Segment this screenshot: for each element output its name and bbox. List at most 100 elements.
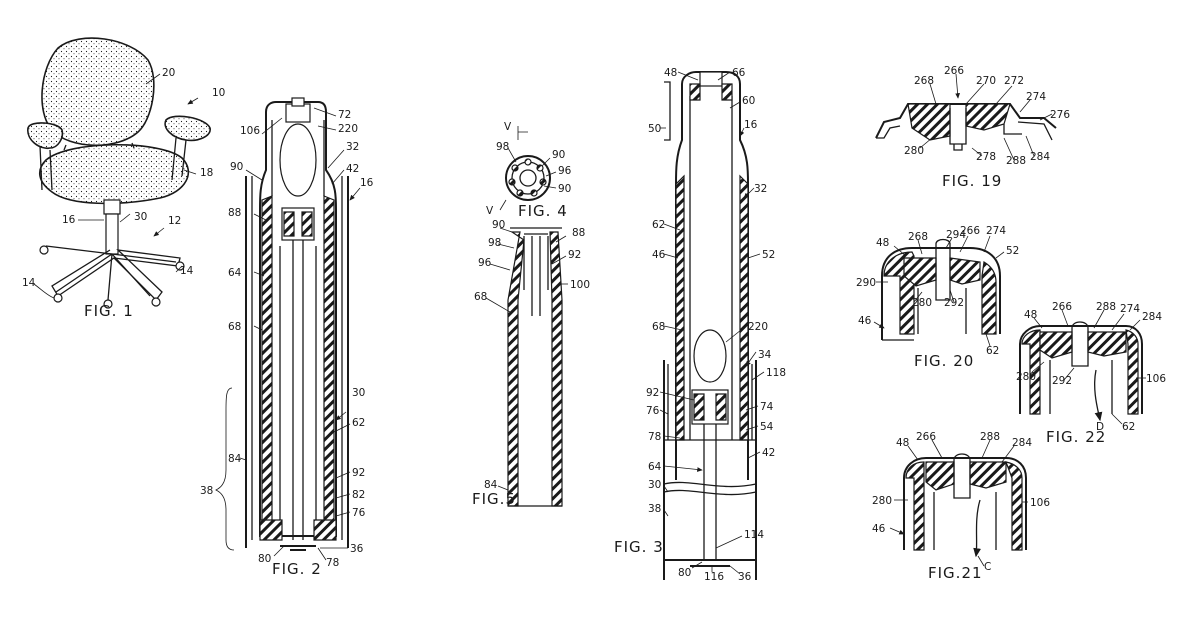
ref-84: 84: [484, 479, 498, 491]
ref-90-b: 90: [558, 183, 571, 195]
fig3-piston-bulb: [693, 329, 727, 383]
ref-274: 274: [986, 225, 1006, 237]
chair-seat: [39, 143, 190, 205]
chair-backrest: [41, 37, 155, 147]
ref-266: 266: [944, 65, 964, 77]
ref-92: 92: [352, 467, 365, 479]
ref-88: 88: [572, 227, 585, 239]
chair-right-armrest: [164, 115, 211, 142]
fig4-ring-section: V 98 90 96 90 V FIG. 4: [486, 121, 572, 220]
fig2-column-section: 72 106 220 32 42 90 16 88 64 68 30 62 84…: [200, 97, 374, 578]
ref-18: 18: [200, 167, 213, 179]
ref-84: 84: [228, 453, 242, 465]
ref-20: 20: [162, 67, 175, 79]
chair-left-armrest: [27, 122, 64, 150]
ref-268: 268: [914, 75, 934, 87]
ref-48: 48: [664, 67, 677, 79]
fig20-cap-assembly: 48 268 294 266 274 52 290 280 292 46 62 …: [856, 225, 1019, 370]
fig19-label: FIG. 19: [942, 172, 1002, 190]
ref-90-a: 90: [552, 149, 565, 161]
ref-118: 118: [766, 367, 786, 379]
ref-62: 62: [986, 345, 999, 357]
ref-42: 42: [346, 163, 359, 175]
ref-106: 106: [1030, 497, 1050, 509]
ref-288: 288: [980, 431, 1000, 443]
fig1-chair-drawing: 20 10 18 16 30 12 14 14 FIG. 1: [22, 37, 225, 320]
ref-284: 284: [1012, 437, 1032, 449]
ref-62: 62: [1122, 421, 1135, 433]
ref-80: 80: [678, 567, 691, 579]
ref-78: 78: [326, 557, 339, 569]
ref-62: 62: [352, 417, 365, 429]
ref-280: 280: [912, 297, 932, 309]
ref-276: 276: [1050, 109, 1070, 121]
ref-288: 288: [1006, 155, 1026, 167]
ref-116: 116: [704, 571, 724, 583]
ref-294: 294: [946, 229, 966, 241]
fig4-label: FIG. 4: [518, 202, 568, 220]
ref-66: 66: [732, 67, 746, 79]
ref-V-bottom: V: [486, 205, 494, 217]
ref-266: 266: [1052, 301, 1072, 313]
ref-278: 278: [976, 151, 996, 163]
ref-288: 288: [1096, 301, 1116, 313]
ref-62: 62: [652, 219, 665, 231]
ref-68: 68: [474, 291, 487, 303]
ref-76: 76: [352, 507, 366, 519]
fig21-cap-assembly: 48 266 288 284 280 106 46 C FIG.21: [872, 431, 1050, 582]
ref-36: 36: [738, 571, 752, 583]
ref-270: 270: [976, 75, 996, 87]
ref-290: 290: [856, 277, 876, 289]
ref-16: 16: [62, 214, 76, 226]
fig22-cap-assembly: 48 266 288 274 284 280 292 106 D 62 FIG.…: [1016, 301, 1166, 446]
ref-106: 106: [1146, 373, 1166, 385]
ref-C: C: [984, 561, 991, 573]
ref-34: 34: [758, 349, 772, 361]
ref-64: 64: [228, 267, 242, 279]
ref-48: 48: [896, 437, 909, 449]
ref-32: 32: [346, 141, 359, 153]
fig20-label: FIG. 20: [914, 352, 974, 370]
ref-96: 96: [478, 257, 492, 269]
ref-280: 280: [1016, 371, 1036, 383]
ref-100: 100: [570, 279, 590, 291]
ref-90: 90: [492, 219, 505, 231]
ref-78: 78: [648, 431, 661, 443]
ref-266: 266: [916, 431, 936, 443]
fig3-label: FIG. 3: [614, 538, 664, 556]
ref-220: 220: [748, 321, 768, 333]
ref-292: 292: [944, 297, 964, 309]
ref-36: 36: [350, 543, 364, 555]
ref-274: 274: [1120, 303, 1140, 315]
ref-52: 52: [762, 249, 775, 261]
ref-30: 30: [648, 479, 661, 491]
ref-92: 92: [568, 249, 581, 261]
ref-72: 72: [338, 109, 351, 121]
ref-48: 48: [1024, 309, 1037, 321]
ref-46: 46: [858, 315, 872, 327]
ref-268: 268: [908, 231, 928, 243]
ref-38: 38: [648, 503, 661, 515]
ref-16: 16: [744, 119, 758, 131]
fig2-piston-bulb: [279, 123, 317, 197]
ref-D: D: [1096, 421, 1104, 433]
ref-292: 292: [1052, 375, 1072, 387]
ref-88: 88: [228, 207, 241, 219]
ref-68: 68: [652, 321, 665, 333]
ref-220: 220: [338, 123, 358, 135]
ref-280: 280: [872, 495, 892, 507]
ref-V-top: V: [504, 121, 512, 133]
fig1-label: FIG. 1: [84, 302, 134, 320]
ref-32: 32: [754, 183, 767, 195]
ref-64: 64: [648, 461, 662, 473]
ref-16: 16: [360, 177, 374, 189]
ref-106: 106: [240, 125, 260, 137]
ref-54: 54: [760, 421, 774, 433]
ref-114: 114: [744, 529, 764, 541]
ref-280: 280: [904, 145, 924, 157]
ref-46: 46: [652, 249, 666, 261]
ref-272: 272: [1004, 75, 1024, 87]
ref-48: 48: [876, 237, 889, 249]
ref-98: 98: [488, 237, 501, 249]
